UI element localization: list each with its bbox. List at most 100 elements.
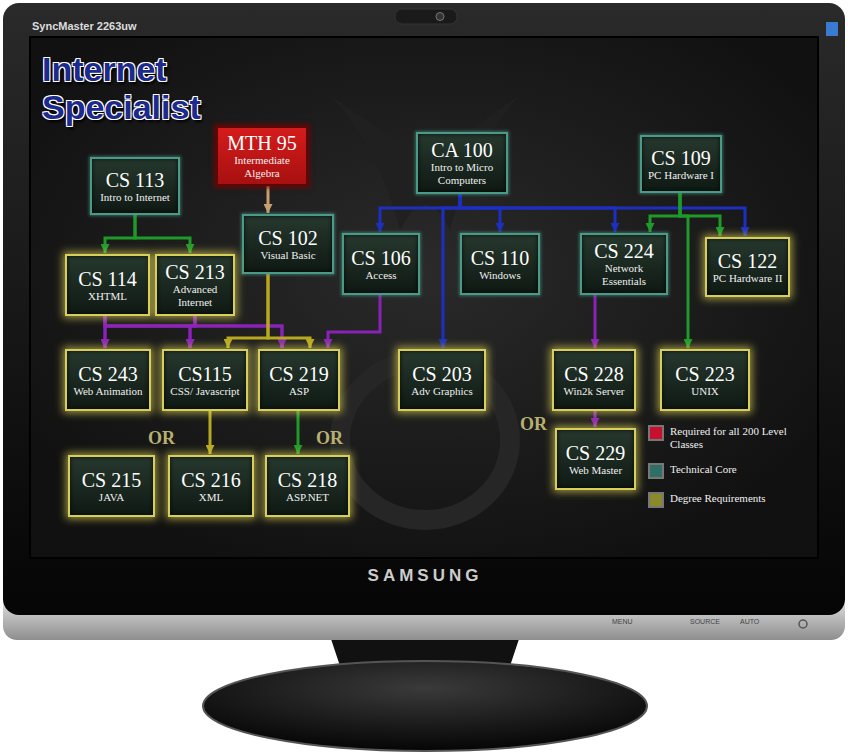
course-code: CS 109 — [651, 147, 710, 169]
prerequisite-connector — [267, 186, 270, 213]
course-box: CS115CSS/ Javascript — [162, 349, 248, 411]
prerequisite-connector — [105, 316, 190, 348]
or-label: OR — [148, 428, 175, 449]
legend-text: Technical Core — [670, 463, 805, 476]
brand-logo: SAMSUNG — [340, 566, 510, 586]
course-box: MTH 95Intermediate Algebra — [216, 126, 308, 186]
prerequisite-connector — [105, 316, 195, 348]
prerequisite-connector — [105, 316, 282, 348]
or-label: OR — [316, 428, 343, 449]
prerequisite-connector — [328, 295, 380, 348]
course-box: CS 215JAVA — [68, 455, 155, 517]
course-name: ASP.NET — [271, 491, 344, 504]
course-code: CS 113 — [106, 169, 165, 191]
course-name: Access — [348, 269, 414, 282]
diagram-title: Internet Specialist — [42, 50, 217, 126]
course-box: CS 216XML — [168, 455, 254, 517]
course-box: CS 223UNIX — [660, 349, 750, 411]
course-name: XHTML — [71, 290, 144, 303]
webcam — [395, 9, 457, 24]
prerequisite-connector — [460, 194, 615, 232]
course-code: CS 114 — [78, 268, 137, 290]
prerequisite-connector — [443, 194, 460, 348]
course-box: CS 203Adv Graphics — [398, 349, 486, 411]
legend-swatch — [648, 492, 664, 508]
course-name: Intro to Micro Computers — [422, 161, 502, 187]
course-box: CS 122PC Hardware II — [705, 237, 790, 297]
legend-row: Technical Core — [648, 463, 805, 476]
legend-swatch — [648, 463, 664, 479]
course-code: CS 218 — [278, 469, 337, 491]
course-name: XML — [174, 491, 248, 504]
course-code: MTH 95 — [227, 132, 296, 154]
prerequisite-connector — [268, 274, 310, 348]
course-code: CS 216 — [181, 469, 240, 491]
screen — [30, 37, 818, 558]
stand-base — [203, 661, 647, 751]
power-button — [799, 620, 807, 628]
course-code: CS 213 — [165, 261, 224, 283]
course-code: CA 100 — [431, 139, 493, 161]
prerequisite-connector — [594, 411, 597, 427]
course-code: CS 224 — [594, 240, 653, 262]
course-code: CS 229 — [566, 442, 625, 464]
course-code: CS 102 — [258, 227, 317, 249]
course-name: ASP — [264, 385, 334, 398]
model-name: SyncMaster 2263uw — [32, 20, 137, 32]
course-box: CS 243Web Animation — [65, 349, 151, 411]
course-code: CS115 — [178, 363, 232, 385]
prerequisite-connector — [594, 295, 597, 348]
course-name: Web Animation — [71, 385, 145, 398]
course-box: CS 218ASP.NET — [265, 455, 350, 517]
button-label: AUTO — [740, 618, 759, 625]
bezel — [3, 3, 845, 615]
course-code: CS 223 — [675, 363, 734, 385]
course-name: Web Master — [561, 464, 630, 477]
watermark-dragon — [330, 95, 520, 230]
course-code: CS 110 — [471, 247, 530, 269]
course-name: CSS/ Javascript — [168, 385, 242, 398]
course-box: CS 102Visual Basic — [242, 214, 334, 274]
course-code: CS 243 — [78, 363, 137, 385]
legend-swatch — [648, 425, 664, 441]
course-name: PC Hardware I — [646, 169, 716, 182]
course-box: CS 114XHTML — [65, 254, 150, 316]
prerequisite-connector — [105, 215, 135, 253]
course-code: CS 106 — [351, 247, 410, 269]
course-box: CS 109PC Hardware I — [640, 135, 722, 193]
prerequisite-connector — [680, 193, 688, 348]
course-code: CS 203 — [412, 363, 471, 385]
course-code: CS 219 — [269, 363, 328, 385]
or-label: OR — [520, 414, 547, 435]
webcam-lens — [436, 13, 444, 21]
legend-text: Degree Requirements — [670, 492, 805, 505]
energy-logo — [826, 22, 838, 36]
course-name: Intro to Internet — [96, 191, 174, 204]
course-name: Win2k Server — [558, 385, 630, 398]
course-name: Windows — [466, 269, 534, 282]
legend-row: Required for all 200 Level Classes — [648, 425, 805, 451]
course-code: CS 122 — [718, 250, 777, 272]
prerequisite-connector — [460, 194, 500, 232]
course-box: CS 229Web Master — [555, 428, 636, 490]
course-name: Visual Basic — [248, 249, 328, 262]
course-box: CS 106Access — [342, 233, 420, 295]
course-code: CS 215 — [82, 469, 141, 491]
course-box: CS 228Win2k Server — [552, 349, 636, 411]
course-name: PC Hardware II — [711, 272, 784, 285]
button-label: SOURCE — [690, 618, 720, 625]
course-name: Advanced Internet — [161, 283, 229, 309]
course-name: UNIX — [666, 385, 744, 398]
course-box: CS 110Windows — [460, 233, 540, 295]
course-box: CA 100Intro to Micro Computers — [416, 132, 508, 194]
course-name: Adv Graphics — [404, 385, 480, 398]
prerequisite-connector — [380, 194, 460, 232]
course-box: CS 213Advanced Internet — [155, 254, 235, 316]
legend-text: Required for all 200 Level Classes — [670, 425, 805, 451]
legend-row: Degree Requirements — [648, 492, 805, 505]
course-name: Intermediate Algebra — [222, 154, 302, 180]
course-code: CS 228 — [564, 363, 623, 385]
course-name: JAVA — [74, 491, 149, 504]
course-box: CS 219ASP — [258, 349, 340, 411]
